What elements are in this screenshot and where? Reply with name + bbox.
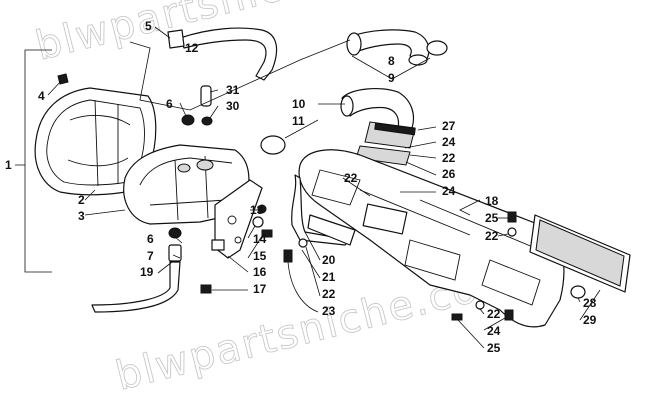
leader-lines — [47, 26, 601, 349]
callout-8: 8 — [388, 54, 395, 68]
callout-25-lower: 25 — [487, 341, 501, 355]
callout-17: 17 — [253, 282, 267, 296]
callout-20: 20 — [322, 253, 336, 267]
callout-26: 26 — [442, 167, 456, 181]
callout-28: 28 — [583, 296, 597, 310]
callout-6-upper: 6 — [166, 97, 173, 111]
bolt-24-lower — [504, 309, 514, 321]
callout-9: 9 — [388, 71, 395, 85]
callout-24-upper: 24 — [442, 135, 456, 149]
callout-labels: 1 2 3 4 5 12 6 31 30 8 9 10 11 27 24 22 … — [5, 19, 597, 355]
callout-25-upper: 25 — [485, 211, 499, 225]
washer-22-lower — [475, 300, 485, 310]
callout-12: 12 — [185, 41, 199, 55]
bracket-20 — [307, 214, 356, 246]
callout-1: 1 — [5, 158, 12, 172]
clamp-8-right — [426, 40, 448, 56]
callout-19: 19 — [140, 265, 154, 279]
callout-24-lower: 24 — [487, 324, 501, 338]
callout-4: 4 — [38, 89, 45, 103]
callout-15: 15 — [253, 249, 267, 263]
callout-22-left: 22 — [344, 171, 358, 185]
elbow-upper — [346, 29, 448, 66]
callout-5: 5 — [145, 19, 152, 33]
callout-30: 30 — [226, 99, 240, 113]
callout-14: 14 — [253, 232, 267, 246]
bolt-15 — [261, 229, 273, 238]
callout-10: 10 — [292, 97, 306, 111]
fitting-7 — [168, 244, 182, 262]
callout-24-mid: 24 — [442, 184, 456, 198]
bolt-13 — [257, 204, 267, 214]
callout-21: 21 — [322, 270, 336, 284]
bolt-25-lower — [451, 313, 463, 321]
clip-16 — [211, 239, 225, 251]
bracket-1 — [15, 49, 52, 273]
bolt-17 — [200, 284, 212, 294]
hose-fitting — [167, 29, 185, 49]
callout-18: 18 — [485, 194, 499, 208]
air-filter-element — [529, 214, 631, 293]
callout-7: 7 — [147, 249, 154, 263]
callout-27: 27 — [442, 119, 456, 133]
callout-31: 31 — [226, 83, 240, 97]
callout-22-mid: 22 — [322, 287, 336, 301]
callout-13: 13 — [250, 203, 264, 217]
upper-hose — [179, 27, 278, 81]
seal-27 — [374, 122, 416, 136]
bracket-hole — [227, 215, 237, 225]
washer-14 — [252, 216, 264, 228]
bolt-25-right — [507, 211, 517, 223]
callout-16: 16 — [253, 265, 267, 279]
bracket-hole — [234, 236, 242, 244]
drain-hose — [91, 261, 181, 313]
air-intake-duct — [298, 149, 586, 328]
elbow-lower — [260, 88, 416, 155]
fitting-31 — [200, 85, 212, 107]
callout-3: 3 — [78, 209, 85, 223]
grommet-30 — [201, 116, 213, 126]
grommet-6-lower — [168, 227, 182, 239]
callout-6-lower: 6 — [147, 232, 154, 246]
grommet-6-upper — [181, 114, 195, 126]
callout-23: 23 — [322, 304, 336, 318]
callout-22-right: 22 — [485, 229, 499, 243]
clamp-11 — [260, 135, 286, 155]
clamp-8-left — [346, 32, 362, 56]
screw-23 — [283, 249, 293, 263]
callout-22-upper: 22 — [442, 151, 456, 165]
callout-29: 29 — [583, 313, 597, 327]
callout-2: 2 — [78, 193, 85, 207]
callout-11: 11 — [292, 114, 305, 128]
washer-22-right — [507, 227, 517, 237]
callout-22-lower: 22 — [487, 307, 501, 321]
washer-22-mid — [298, 238, 308, 248]
